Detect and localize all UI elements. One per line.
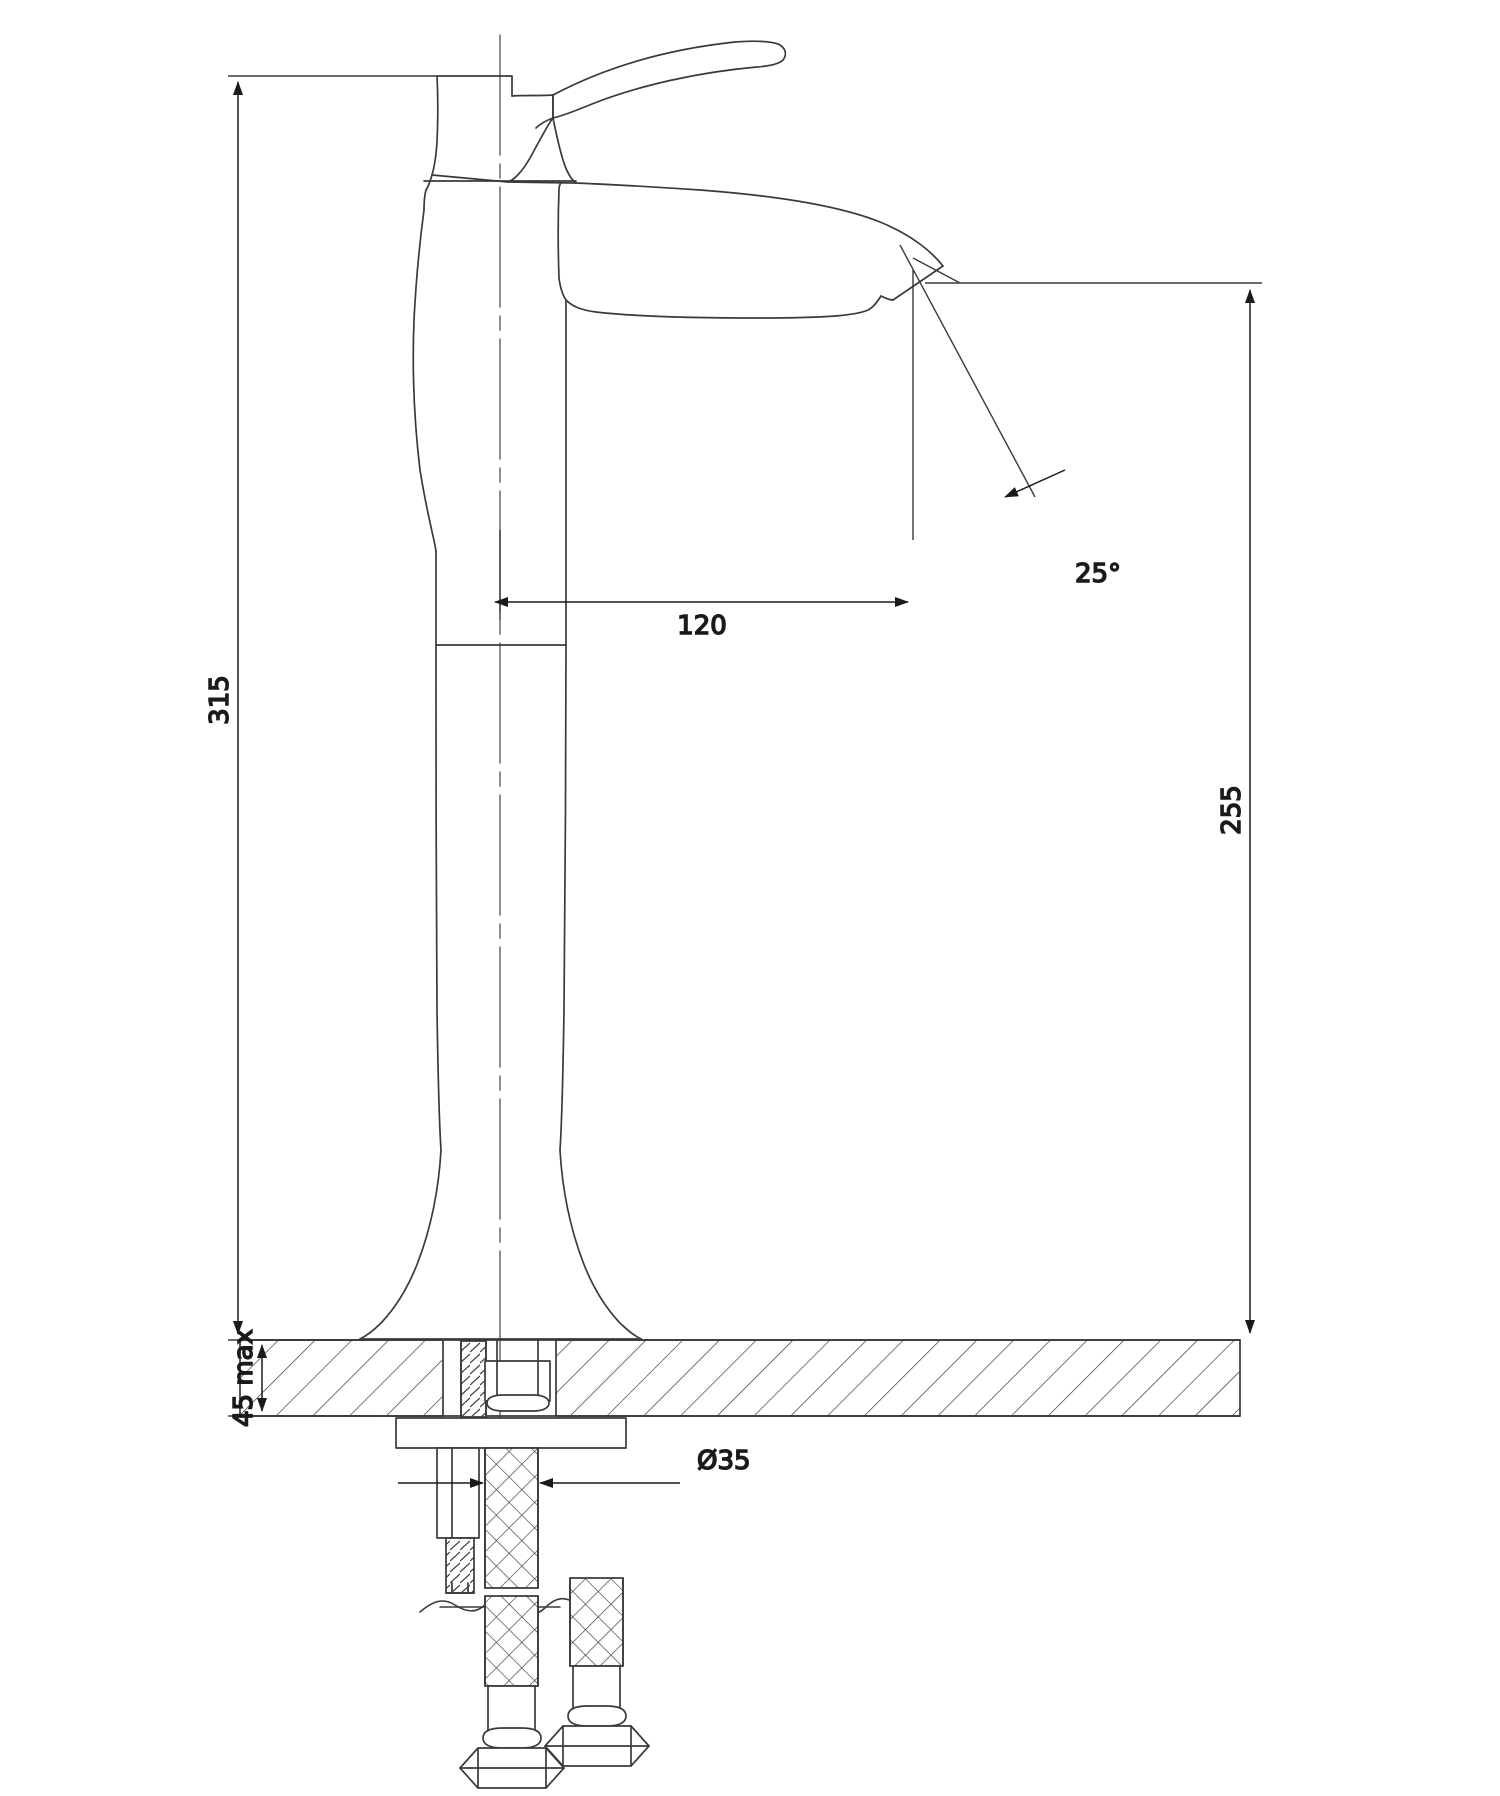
cartridge-collar (423, 180, 577, 184)
mounting-nut (484, 1340, 551, 1412)
column-body (412, 209, 567, 1151)
flared-base (359, 1149, 642, 1340)
dimension-hole-diameter: Ø35 (398, 1445, 751, 1510)
handle-base (507, 94, 577, 184)
spout-column-junction (557, 182, 562, 279)
dimension-deck-thickness-label: 45 max (229, 1329, 259, 1427)
dimension-outlet-angle: 25° (899, 244, 1122, 590)
dimension-spout-height-label: 255 (1217, 785, 1247, 835)
stud-extension (436, 1447, 480, 1594)
braided-hose-left (419, 1447, 577, 1789)
dimension-deck-thickness: 45 max (228, 1328, 370, 1428)
braided-hose-right (544, 1577, 650, 1767)
threaded-stud (460, 1340, 487, 1418)
handle-housing-left (423, 75, 513, 211)
dimension-overall-height-label: 315 (205, 675, 235, 725)
dimension-outlet-angle-label: 25° (1075, 559, 1121, 589)
dimension-spout-height: 255 (925, 282, 1262, 1334)
lever-handle (535, 40, 787, 129)
dimension-overall-height: 315 (204, 75, 437, 1335)
counter-section (239, 1339, 1241, 1417)
dimension-spout-reach-label: 120 (677, 611, 727, 641)
washer-plate (395, 1417, 627, 1449)
dimension-spout-reach: 120 (494, 270, 914, 642)
spout (558, 182, 944, 319)
hex-nut-right (544, 1725, 650, 1767)
hex-nut-left (459, 1747, 565, 1789)
dimension-hole-diameter-label: Ø35 (697, 1446, 751, 1476)
